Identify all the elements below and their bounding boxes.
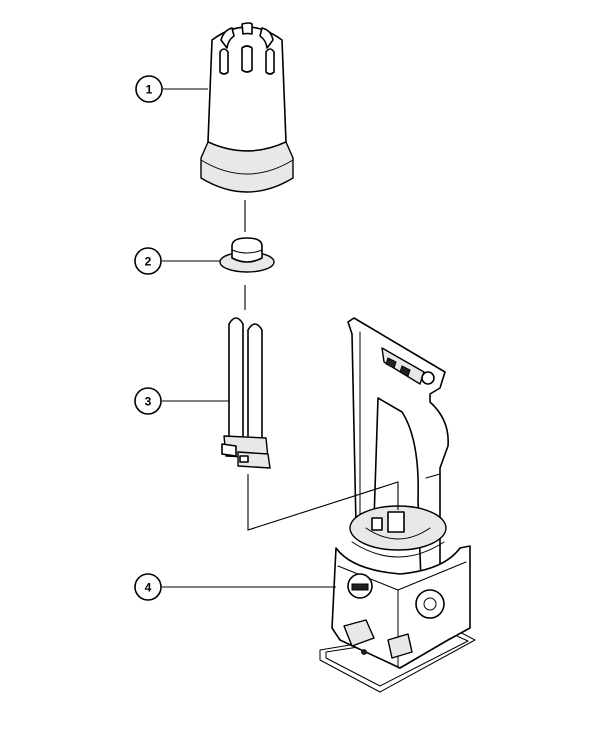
part-twin-tube-lamp <box>221 317 271 469</box>
callout-label-2: 2 <box>145 255 152 269</box>
callout-label-3: 3 <box>145 395 152 409</box>
part-cap-adapter <box>219 237 275 273</box>
callout-4: 4 <box>134 573 336 601</box>
callout-1: 1 <box>135 75 208 103</box>
callout-label-1: 1 <box>146 83 153 97</box>
assembly-line <box>244 200 399 531</box>
part-lantern-base-housing <box>319 317 476 693</box>
callout-label-4: 4 <box>145 581 152 595</box>
part-cone-diffuser <box>200 22 294 193</box>
callout-3: 3 <box>134 387 229 415</box>
callout-2: 2 <box>134 247 220 275</box>
